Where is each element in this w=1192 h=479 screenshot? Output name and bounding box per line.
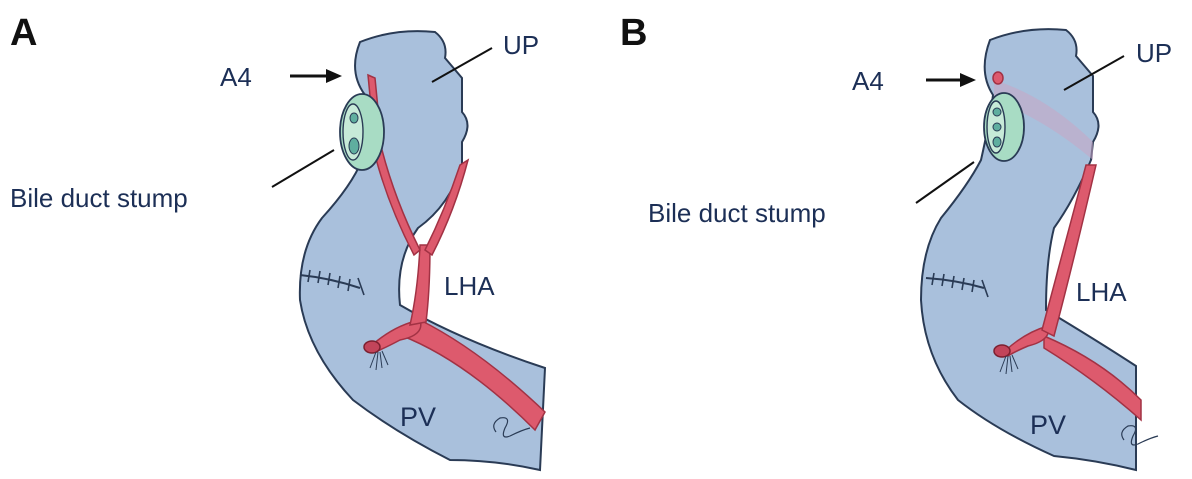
bile-duct-stump [340, 94, 384, 170]
a4-label: A4 [220, 62, 252, 93]
pv-label: PV [400, 402, 436, 433]
bile-duct-stump-label: Bile duct stump [10, 183, 188, 214]
up-label: UP [503, 30, 539, 61]
pv-label: PV [1030, 410, 1066, 441]
up-label: UP [1136, 38, 1172, 69]
bile-duct-stump-label: Bile duct stump [648, 198, 826, 229]
bile-duct-stump [984, 93, 1024, 161]
panel-a-illustration [0, 0, 596, 479]
a4-arrow [290, 69, 342, 83]
lha-label: LHA [1076, 277, 1127, 308]
a4-arrow [926, 73, 976, 87]
panel-b-illustration [596, 0, 1192, 479]
lha-label: LHA [444, 271, 495, 302]
panel-letter: B [620, 12, 647, 55]
bile-duct-pointer-line [272, 150, 334, 187]
panel-b: B A4 UP Bile duct stump LHA PV [596, 0, 1192, 479]
a4-label: A4 [852, 66, 884, 97]
panel-letter: A [10, 12, 37, 55]
panel-a: A A4 UP Bile duct stump LHA PV [0, 0, 596, 479]
